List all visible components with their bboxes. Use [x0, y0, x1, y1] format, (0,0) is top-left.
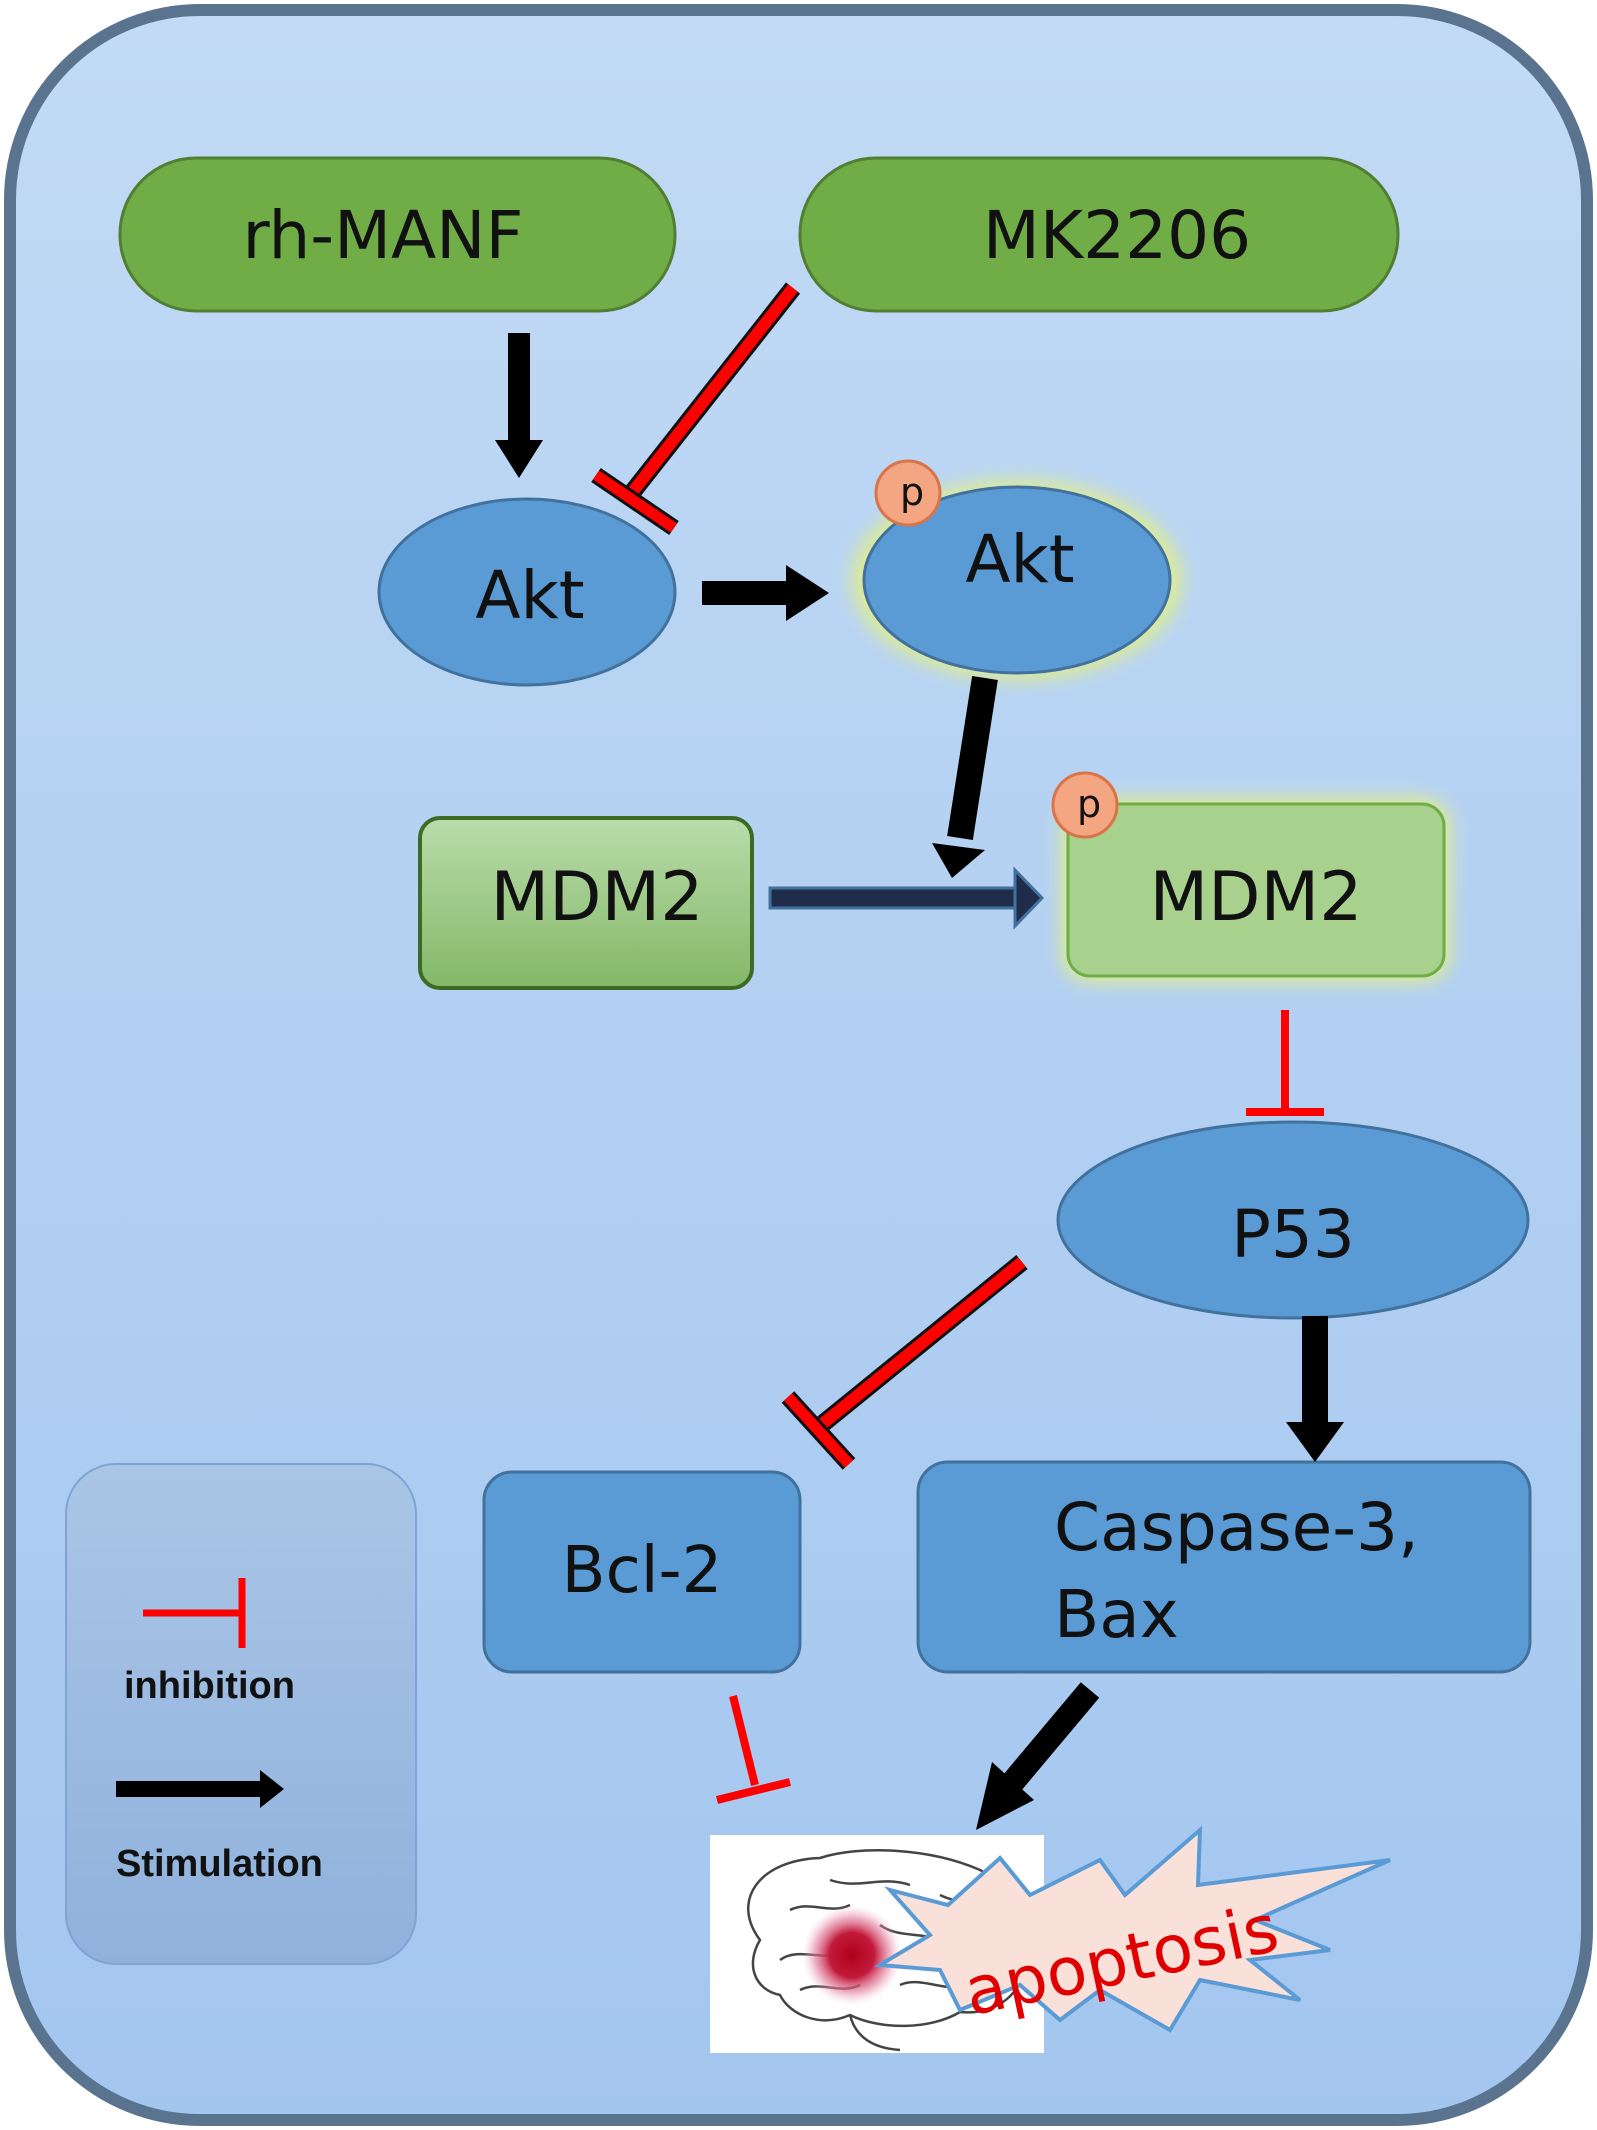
mk2206-node: MK2206 [798, 156, 1400, 313]
arrow-p53-to-caspase [1286, 1316, 1344, 1462]
phospho-akt-node: Akt p [852, 459, 1182, 680]
p53-node: P53 [1056, 1120, 1530, 1320]
phospho-badge-mdm2-label: p [1077, 782, 1101, 826]
arrow-manf-to-akt [495, 333, 543, 478]
phospho-badge-akt [874, 459, 942, 527]
mk2206-label: MK2206 [983, 197, 1251, 274]
akt-label: Akt [475, 557, 584, 634]
akt-node: Akt [377, 497, 677, 687]
inhibit-mdm2-to-p53 [1246, 1010, 1324, 1116]
caspase-label: Caspase-3, [1054, 1489, 1419, 1566]
legend-stimulation-arrow [116, 1770, 284, 1808]
mdm2-node: MDM2 [418, 816, 754, 990]
arrow-akt-to-phospho-akt [702, 565, 829, 621]
arrow-caspase-to-apoptosis [976, 1682, 1100, 1830]
legend-stimulation-label: Stimulation [116, 1843, 323, 1885]
phospho-akt-label: Akt [965, 521, 1074, 598]
legend-inhibition-label: inhibition [124, 1665, 295, 1707]
phospho-mdm2-label: MDM2 [1150, 858, 1363, 937]
legend-box: inhibition Stimulation [65, 1463, 417, 1965]
arrow-phospho-akt-to-phospho-mdm2 [932, 675, 998, 878]
mdm2-label: MDM2 [491, 858, 704, 937]
arrow-mdm2-to-phospho-mdm2 [768, 866, 1045, 930]
inhibit-bcl2-to-apoptosis [716, 1695, 791, 1804]
hemorrhage-spot [802, 1905, 902, 2005]
inhibit-p53-to-bcl2 [781, 1255, 1028, 1470]
bax-label: Bax [1054, 1576, 1179, 1653]
rh-manf-node: rh-MANF [118, 156, 677, 313]
caspase-bax-node: Caspase-3, Bax [916, 1460, 1532, 1674]
rh-manf-label: rh-MANF [242, 197, 523, 274]
phospho-mdm2-node: MDM2 p [1051, 771, 1450, 982]
phospho-badge-mdm2 [1051, 771, 1119, 839]
bcl2-label: Bcl-2 [562, 1534, 723, 1608]
phospho-badge-akt-label: p [900, 470, 924, 514]
bcl2-node: Bcl-2 [482, 1470, 802, 1674]
p53-label: P53 [1231, 1196, 1355, 1273]
inhibit-mk2206-to-akt [591, 282, 801, 536]
legend-inhibition-symbol [143, 1578, 246, 1648]
apoptosis-burst [873, 1825, 1391, 2033]
brain-apoptosis-illustration: apoptosis [710, 1825, 1391, 2053]
